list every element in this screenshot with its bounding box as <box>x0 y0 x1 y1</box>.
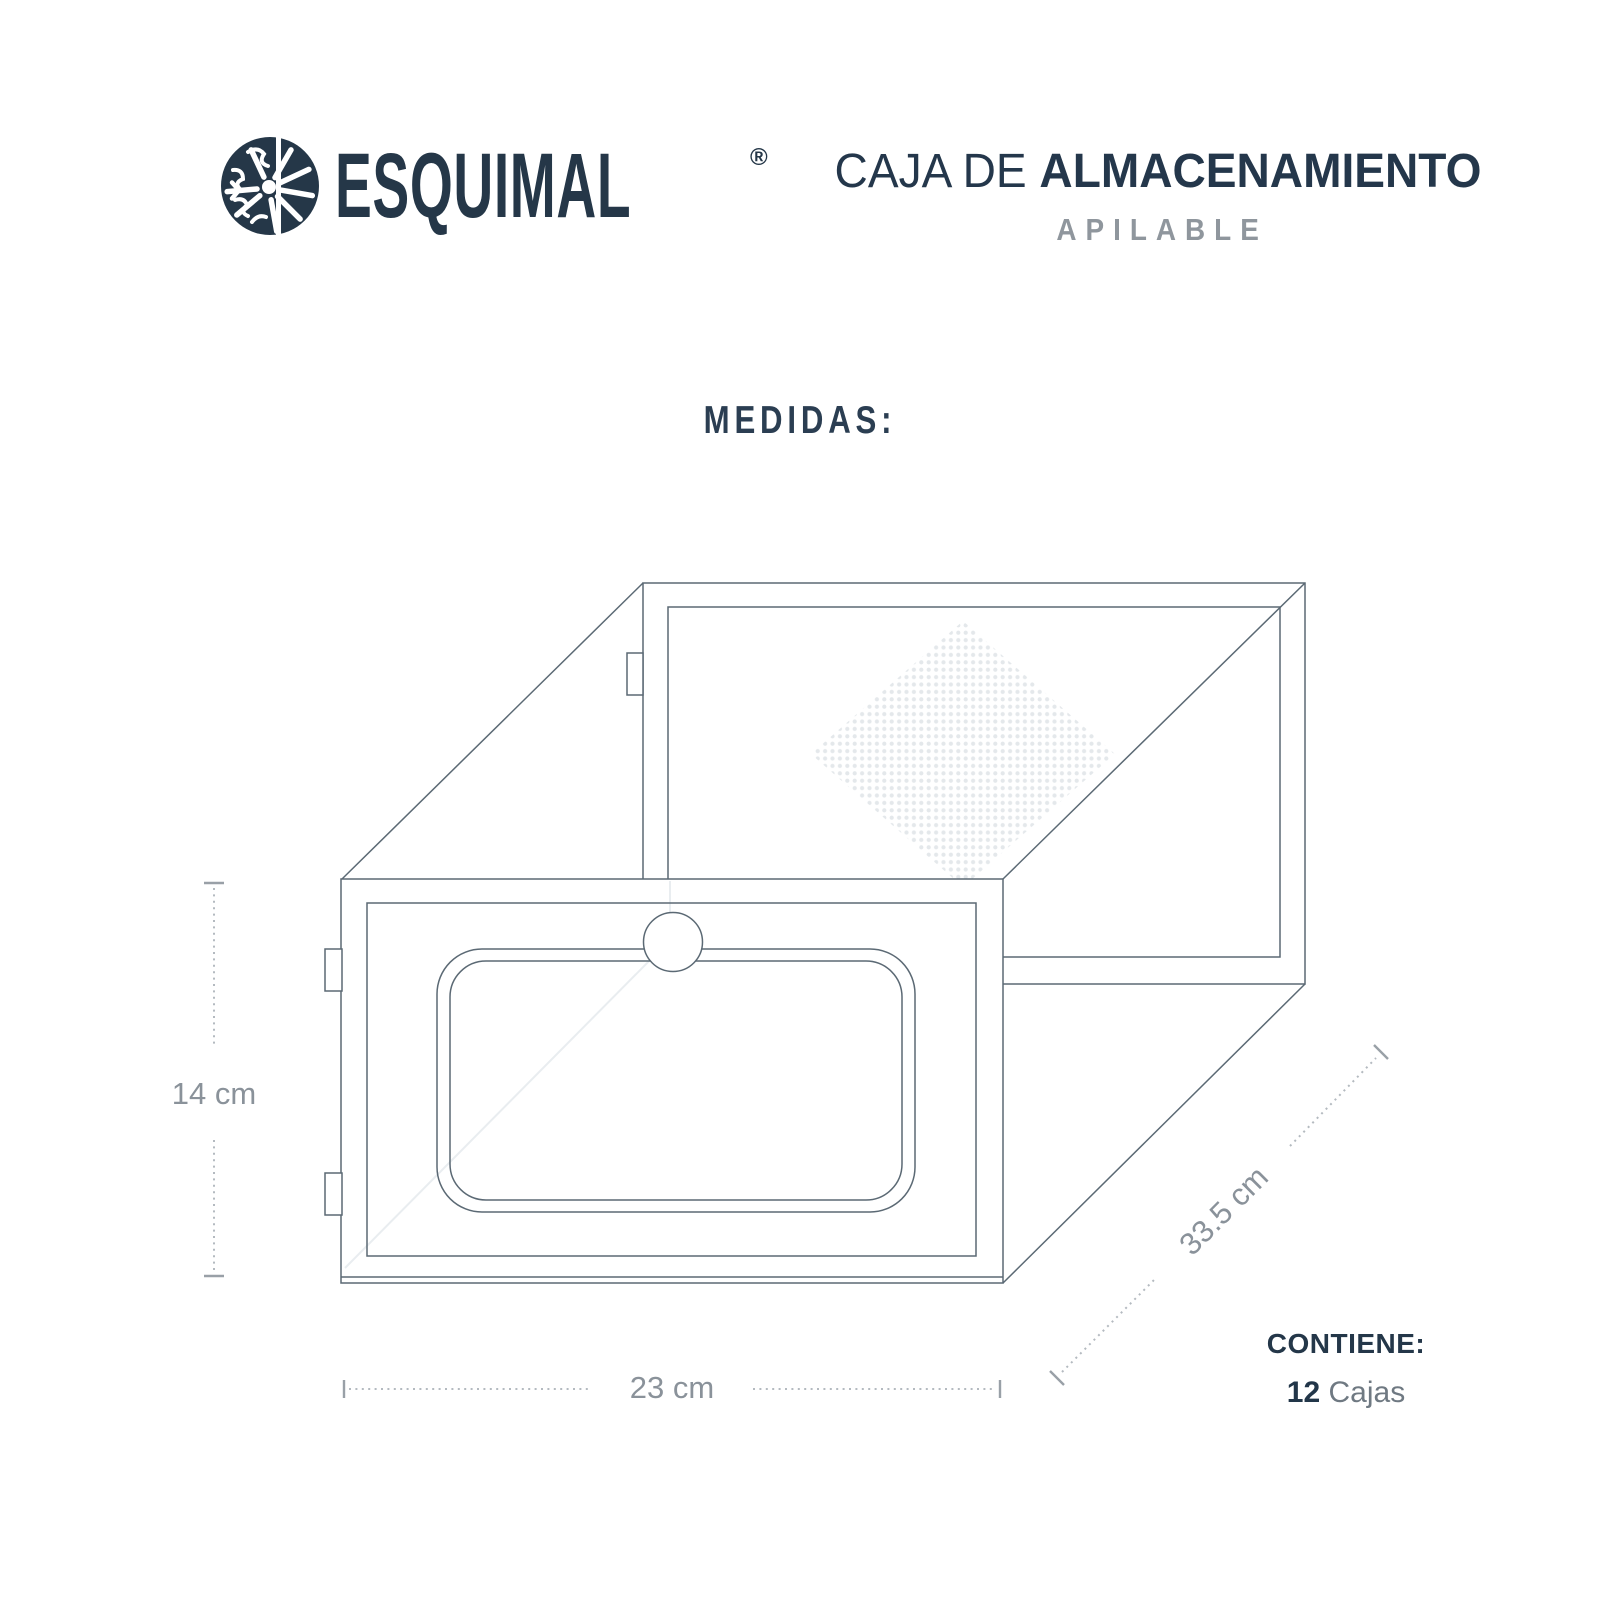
width-dimension-label: 23 cm <box>629 1370 715 1405</box>
product-title: CAJA DE ALMACENAMIENTO <box>835 144 1482 199</box>
side-clip-bottom <box>324 1172 343 1216</box>
height-dimension-label: 14 cm <box>171 1076 257 1111</box>
brand-wordmark: ESQUIMAL <box>335 135 632 237</box>
contains-value: 12 Cajas <box>1267 1376 1426 1410</box>
contains-count: 12 <box>1286 1376 1321 1409</box>
product-title-block: CAJA DE ALMACENAMIENTO APILABLE <box>821 144 1495 248</box>
product-title-bold: ALMACENAMIENTO <box>1039 145 1482 198</box>
contains-block: CONTIENE: 12 Cajas <box>1267 1328 1426 1410</box>
registered-trademark-symbol: ® <box>750 144 768 171</box>
contains-unit: Cajas <box>1328 1376 1406 1409</box>
measurements-heading: MEDIDAS: <box>703 399 897 442</box>
brand-logo: ESQUIMAL ® <box>218 134 829 238</box>
width-dimension-line <box>342 1380 1002 1398</box>
contains-label: CONTIENE: <box>1266 1328 1426 1359</box>
halftone-diamond-pattern <box>811 621 1115 887</box>
height-dimension-line <box>204 881 224 1278</box>
product-title-regular: CAJA DE <box>834 145 1040 198</box>
side-clip-top <box>324 948 343 992</box>
front-panel <box>324 878 1004 1284</box>
product-subtitle: APILABLE <box>1056 212 1269 247</box>
finger-hole <box>642 911 704 973</box>
depth-dimension-line <box>1049 1044 1389 1386</box>
snowflake-brain-logo-icon <box>221 134 319 238</box>
